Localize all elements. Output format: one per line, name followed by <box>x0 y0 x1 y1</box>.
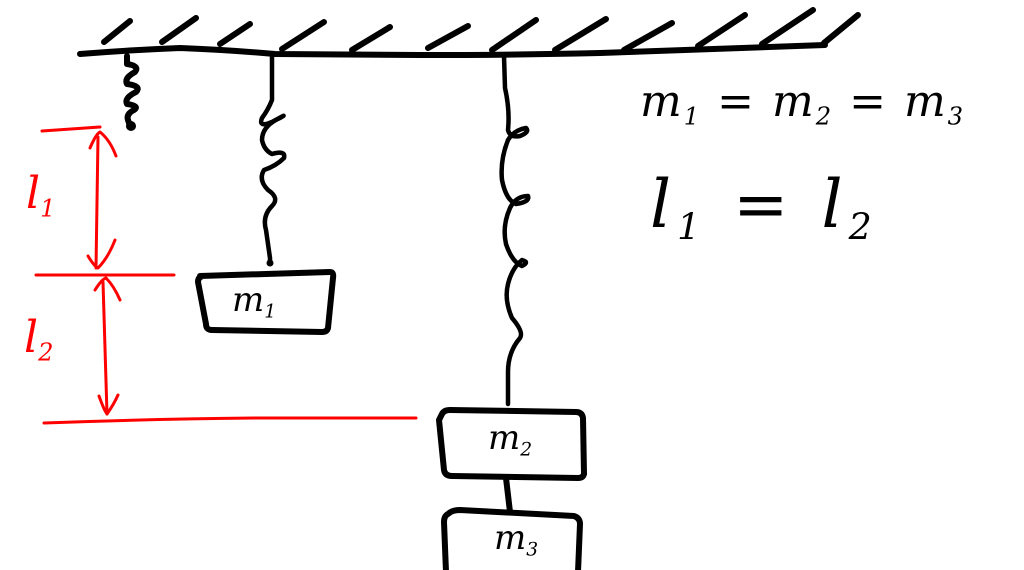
eq1-m3-symbol: m <box>903 76 948 127</box>
eq1-equals-1: = <box>701 76 772 127</box>
mass-m3-subscript: 3 <box>526 539 539 561</box>
mass-label-m2: m2 <box>488 418 532 461</box>
spring-unloaded <box>123 53 141 131</box>
dimension-l2-subscript: 2 <box>38 338 54 367</box>
dimension-label-l2: l2 <box>24 312 53 366</box>
equation-mass-equality: m1 = m2 = m3 <box>640 76 965 130</box>
dimension-arrow-l2 <box>93 276 122 416</box>
eq1-m1-symbol: m <box>640 76 684 127</box>
mass-m2 <box>436 407 587 481</box>
mass-m2-symbol: m <box>488 418 521 458</box>
mass-label-m1: m1 <box>232 280 276 323</box>
reference-line-bottom <box>42 416 418 425</box>
dimension-annotations <box>34 125 418 425</box>
mass-m2-subscript: 2 <box>520 439 533 461</box>
eq1-equals-2: = <box>833 76 904 127</box>
dimension-label-l1: l1 <box>26 168 55 222</box>
equation-length-equality: l1 = l2 <box>650 166 878 249</box>
mass-m3-symbol: m <box>494 518 527 558</box>
spring-m1 <box>258 53 287 267</box>
eq1-m2-subscript: 2 <box>815 102 834 131</box>
mass-m1-subscript: 1 <box>264 301 277 323</box>
reference-line-top <box>40 125 102 133</box>
dimension-l1-symbol: l <box>26 168 41 219</box>
eq2-l1-symbol: l <box>650 166 678 243</box>
dimension-arrow-l1 <box>86 130 118 270</box>
spring-m2 <box>499 53 531 407</box>
eq1-m1-subscript: 1 <box>683 102 702 131</box>
mass-m3 <box>441 507 583 570</box>
eq2-l1-subscript: 1 <box>677 205 707 249</box>
m2-m3-connector <box>503 475 513 515</box>
mass-label-m3: m3 <box>494 518 538 561</box>
ceiling-line <box>77 42 828 58</box>
ceiling <box>77 7 861 58</box>
dimension-l2-symbol: l <box>24 312 39 363</box>
eq2-equals: = <box>706 166 822 243</box>
ceiling-hatching <box>101 7 861 53</box>
mass-m1 <box>195 269 337 335</box>
dimension-l1-subscript: 1 <box>40 194 56 223</box>
eq1-m3-subscript: 3 <box>947 102 966 131</box>
eq2-l2-subscript: 2 <box>848 205 878 249</box>
eq2-l2-symbol: l <box>821 166 849 243</box>
mass-m1-symbol: m <box>232 280 265 320</box>
eq1-m2-symbol: m <box>771 76 816 127</box>
